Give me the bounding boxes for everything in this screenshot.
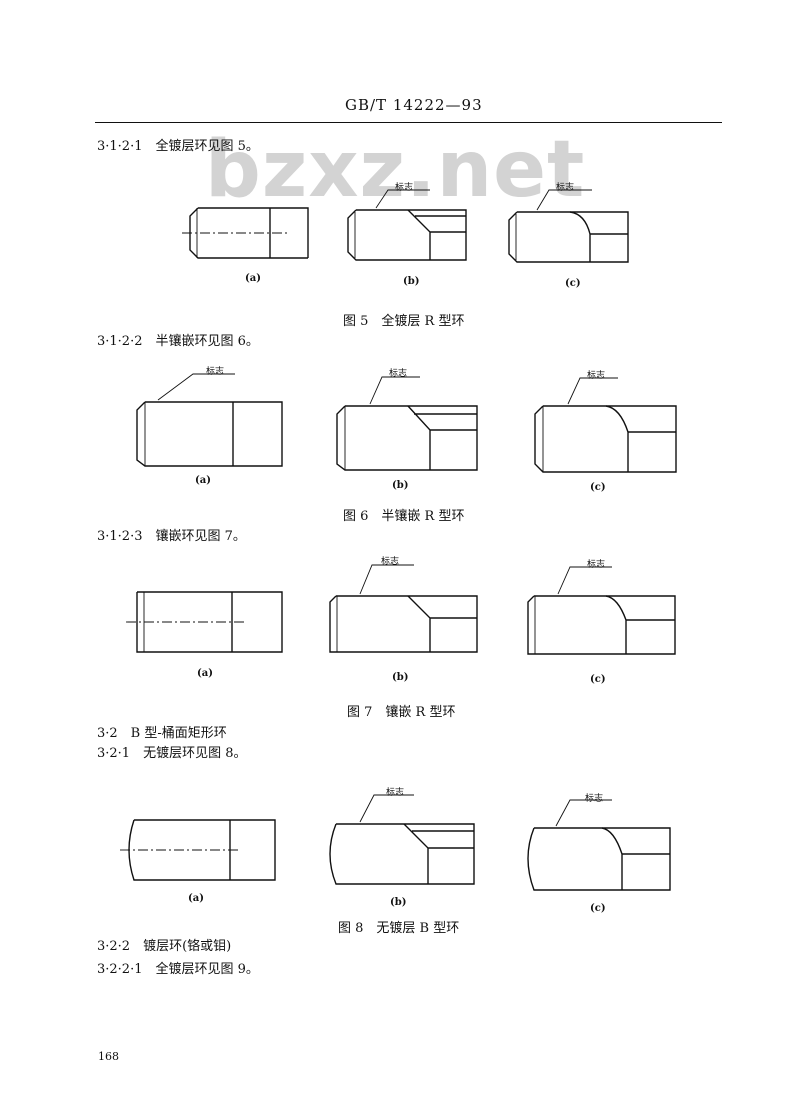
figure-8-caption: 图 8 无镀层 B 型环 [338,921,460,936]
header-rule [95,122,722,123]
figure-7-caption: 图 7 镶嵌 R 型环 [347,705,456,720]
fig7-label-c: (c) [590,674,606,685]
fig7-mark-c: 标志 [587,560,606,570]
fig5-drawing-b [347,189,467,261]
clause-3-1-2-2: 3·1·2·2 半镶嵌环见图 6。 [97,334,259,349]
fig5-label-b: (b) [403,276,420,287]
clause-3-2-2-1: 3·2·2·1 全镀层环见图 9。 [97,962,259,977]
fig8-label-c: (c) [590,903,606,914]
fig8-mark-c: 标志 [585,794,604,804]
fig6-label-a: (a) [195,475,211,486]
fig8-drawing-c [527,799,671,891]
fig5-label-a: (a) [245,273,261,284]
fig7-drawing-a [126,591,283,653]
fig8-label-b: (b) [390,897,407,908]
fig7-label-b: (b) [392,672,409,683]
fig5-mark-b: 标志 [395,183,414,193]
fig8-drawing-a [120,819,276,881]
fig6-mark-a: 标志 [206,367,225,377]
fig8-label-a: (a) [188,893,204,904]
figure-5-caption: 图 5 全镀层 R 型环 [343,314,465,329]
fig6-drawing-b [336,376,478,471]
fig7-label-a: (a) [197,668,213,679]
fig8-mark-b: 标志 [386,788,405,798]
fig7-drawing-c [527,566,676,655]
clause-3-1-2-1: 3·1·2·1 全镀层环见图 5。 [97,139,259,154]
fig6-mark-b: 标志 [389,369,408,379]
fig6-drawing-c [534,377,677,473]
page-header: GB/T 14222—93 [345,96,483,114]
figure-6-caption: 图 6 半镶嵌 R 型环 [343,509,465,524]
fig6-label-b: (b) [392,480,409,491]
clause-3-2-2: 3·2·2 镀层环(铬或钼) [97,939,232,954]
fig5-mark-c: 标志 [556,183,575,193]
clause-3-2: 3·2 B 型-桶面矩形环 [97,726,227,741]
clause-3-1-2-3: 3·1·2·3 镶嵌环见图 7。 [97,529,246,544]
fig6-drawing-a [136,373,283,467]
fig7-mark-b: 标志 [381,557,400,567]
clause-3-2-1: 3·2·1 无镀层环见图 8。 [97,746,247,761]
fig5-drawing-c [508,189,629,263]
fig8-drawing-b [329,794,475,885]
fig5-drawing-a [182,207,309,259]
fig7-drawing-b [329,564,478,653]
fig6-mark-c: 标志 [587,371,606,381]
fig6-label-c: (c) [590,482,606,493]
page-number: 168 [98,1050,119,1063]
fig5-label-c: (c) [565,278,581,289]
watermark: bzxz.net [205,125,586,215]
